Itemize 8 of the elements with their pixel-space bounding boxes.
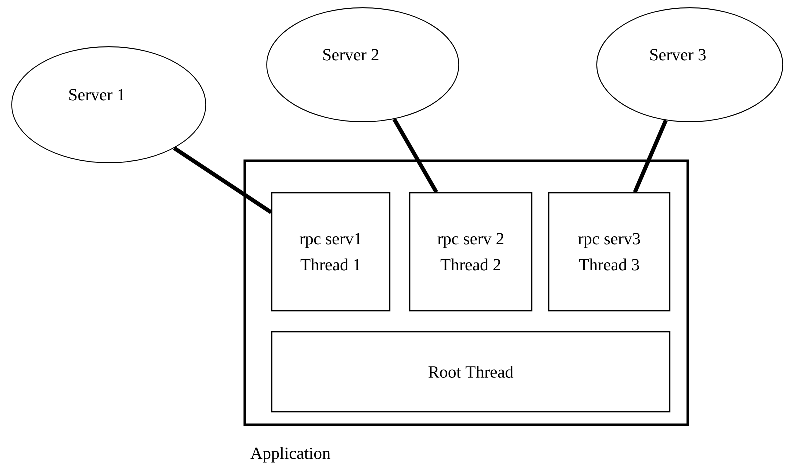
- node-label: Application: [250, 447, 331, 463]
- thread-box: Root Thread: [271, 331, 671, 413]
- connector-line: [173, 146, 272, 214]
- thread-box: rpc serv3 Thread 3: [548, 192, 671, 312]
- thread-box: rpc serv1 Thread 1: [271, 192, 391, 312]
- connector-line: [633, 120, 668, 194]
- thread-box: rpc serv 2 Thread 2: [409, 192, 533, 312]
- connector-line: [392, 118, 438, 194]
